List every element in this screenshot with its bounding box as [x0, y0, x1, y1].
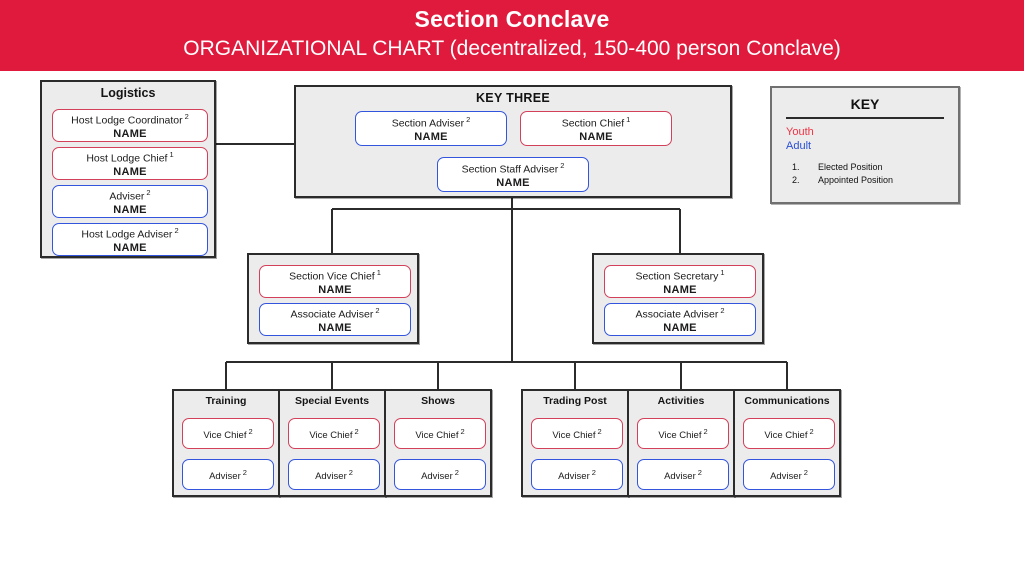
chip-name: NAME	[496, 176, 530, 189]
key-legend-note-2: 2.Appointed Position	[792, 175, 894, 185]
committee-title: Shows	[421, 395, 455, 407]
chip-name: NAME	[663, 321, 697, 334]
committee-title: Communications	[744, 395, 830, 407]
chip-name: NAME	[113, 203, 147, 216]
key-legend: KEY Youth Adult 1.Elected Position 2.App…	[770, 86, 960, 204]
chip-name: NAME	[113, 127, 147, 140]
chip-name: NAME	[414, 130, 448, 143]
logistics-title: Logistics	[100, 86, 156, 100]
committee-title: Training	[205, 395, 247, 407]
chip-name: NAME	[579, 130, 613, 143]
key-legend-title: KEY	[850, 96, 880, 112]
committee-title: Activities	[657, 395, 705, 407]
chip-name: NAME	[318, 321, 352, 334]
key-legend-divider	[786, 117, 944, 119]
key-three-title: KEY THREE	[475, 91, 550, 105]
header-banner: Section Conclave ORGANIZATIONAL CHART (d…	[0, 0, 1024, 71]
committee-title: Special Events	[294, 395, 370, 407]
chip-name: NAME	[318, 283, 352, 296]
page-title: Section Conclave	[414, 6, 610, 32]
chip-name: NAME	[113, 165, 147, 178]
key-legend-youth-label: Youth	[786, 126, 814, 138]
chip-name: NAME	[113, 241, 147, 254]
key-legend-note-1: 1.Elected Position	[792, 162, 883, 172]
chip-name: NAME	[663, 283, 697, 296]
key-legend-adult-label: Adult	[786, 140, 812, 152]
page-subtitle: ORGANIZATIONAL CHART (decentralized, 150…	[183, 37, 841, 60]
committee-title: Trading Post	[543, 395, 607, 407]
